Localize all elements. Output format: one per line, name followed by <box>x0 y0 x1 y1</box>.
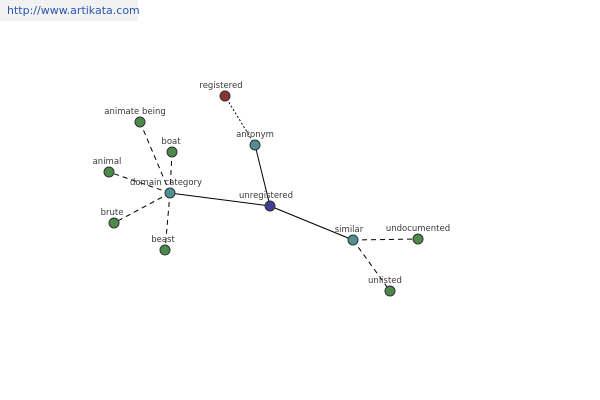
edge-unregistered-similar <box>269 205 354 241</box>
graph-edges <box>108 95 419 292</box>
graph-labels: unregistered antonym registered domain cate… <box>93 81 451 286</box>
graph-nodes <box>103 90 424 297</box>
node-label-antonym[interactable]: antonym <box>236 130 274 140</box>
edge-unregistered-domain-category <box>169 192 271 207</box>
node-unregistered[interactable] <box>264 200 276 212</box>
node-label-undocumented[interactable]: undocumented <box>386 224 450 234</box>
node-label-unregistered[interactable]: unregistered <box>239 191 293 201</box>
node-label-domain-category[interactable]: domain category <box>130 178 202 188</box>
node-boat[interactable] <box>166 146 178 158</box>
edge-domain-category-animal <box>108 171 171 194</box>
node-label-beast[interactable]: beast <box>151 235 175 245</box>
node-label-animate-being[interactable]: animate being <box>104 107 165 117</box>
node-domain-category[interactable] <box>164 187 176 199</box>
node-label-animal[interactable]: animal <box>93 157 122 167</box>
node-label-registered[interactable]: registered <box>199 81 242 91</box>
node-label-unlisted[interactable]: unlisted <box>368 276 402 286</box>
node-beast[interactable] <box>159 244 171 256</box>
node-registered[interactable] <box>219 90 231 102</box>
edge-domain-category-brute <box>113 192 171 224</box>
node-undocumented[interactable] <box>412 233 424 245</box>
edge-domain-category-animate-being <box>139 121 171 194</box>
edge-similar-unlisted <box>352 239 391 292</box>
node-antonym[interactable] <box>249 139 261 151</box>
edge-unregistered-antonym <box>254 144 271 207</box>
node-label-brute[interactable]: brute <box>101 208 124 218</box>
edge-domain-category-boat <box>169 151 173 194</box>
node-label-boat[interactable]: boat <box>161 137 181 147</box>
site-url[interactable]: http://www.artikata.com <box>0 0 140 21</box>
node-animal[interactable] <box>103 166 115 178</box>
edge-domain-category-beast <box>164 192 171 251</box>
node-animate-being[interactable] <box>134 116 146 128</box>
edge-antonym-registered <box>224 95 256 146</box>
node-label-similar[interactable]: similar <box>335 225 364 235</box>
node-brute[interactable] <box>108 217 120 229</box>
node-unlisted[interactable] <box>384 285 396 297</box>
node-similar[interactable] <box>347 234 359 246</box>
edge-similar-undocumented <box>352 238 419 241</box>
